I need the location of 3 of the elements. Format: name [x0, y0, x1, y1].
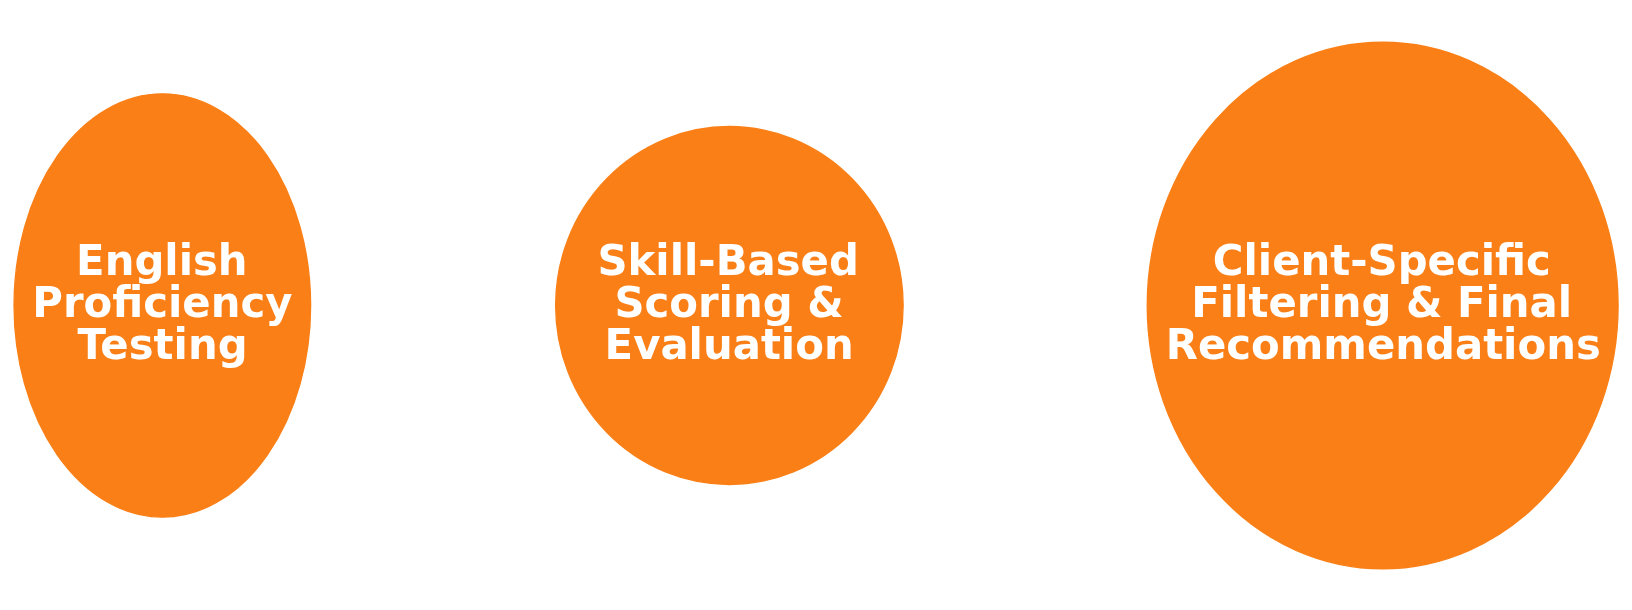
- node-ellipse: English Proficiency Testing: [13, 92, 312, 518]
- node-circle: Skill-Based Scoring & Evaluation: [554, 125, 904, 485]
- node-ellipse: Client-Specific Filtering & Final Recommendations: [1146, 41, 1619, 569]
